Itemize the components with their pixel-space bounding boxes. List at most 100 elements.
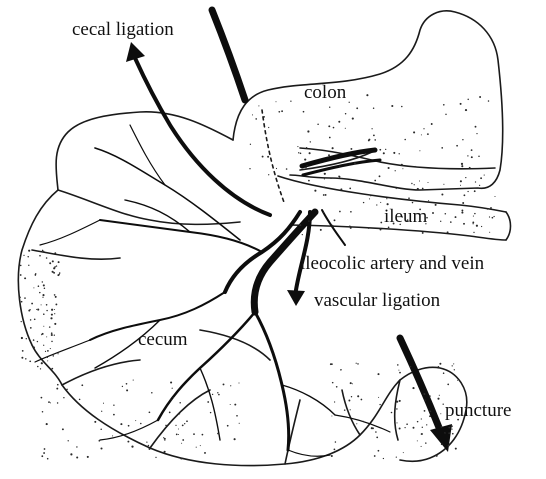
stipple-dot bbox=[457, 380, 458, 381]
cecal-ligation-label: cecal ligation bbox=[72, 19, 174, 40]
stipple-dot bbox=[308, 220, 309, 221]
stipple-dot bbox=[170, 399, 171, 400]
stipple-dot bbox=[309, 152, 311, 154]
stipple-dot bbox=[299, 224, 301, 226]
stipple-dot bbox=[278, 111, 280, 113]
stipple-dot bbox=[492, 217, 494, 219]
stipple-dot bbox=[465, 109, 467, 111]
stipple-dot bbox=[426, 424, 427, 425]
stipple-dot bbox=[179, 402, 181, 404]
stipple-dot bbox=[43, 284, 45, 286]
stipple-dot bbox=[421, 134, 422, 135]
ileocolic-label: ileocolic artery and vein bbox=[300, 253, 485, 274]
stipple-dot bbox=[396, 188, 397, 189]
stipple-dot bbox=[411, 183, 412, 184]
stipple-dot bbox=[350, 382, 352, 384]
stipple-dot bbox=[379, 175, 381, 177]
stipple-dot bbox=[325, 194, 327, 196]
stipple-dot bbox=[463, 223, 465, 225]
stipple-dot bbox=[31, 345, 32, 346]
stipple-dot bbox=[374, 139, 376, 141]
stipple-dot bbox=[399, 400, 401, 402]
stipple-dot bbox=[39, 255, 41, 257]
stipple-dot bbox=[423, 393, 425, 395]
stipple-dot bbox=[490, 207, 492, 209]
stipple-dot bbox=[151, 392, 153, 394]
stipple-dot bbox=[421, 446, 422, 447]
stipple-dot bbox=[471, 149, 473, 151]
stipple-dot bbox=[24, 277, 26, 279]
stipple-dot bbox=[480, 177, 482, 179]
stipple-dot bbox=[33, 287, 34, 288]
stipple-dot bbox=[436, 455, 438, 457]
stipple-dot bbox=[57, 274, 59, 276]
stipple-dot bbox=[43, 326, 44, 327]
vascular-ligation-label: vascular ligation bbox=[314, 290, 441, 311]
stipple-dot bbox=[443, 404, 444, 405]
stipple-dot bbox=[39, 292, 40, 293]
stipple-dot bbox=[386, 198, 387, 199]
stipple-dot bbox=[461, 165, 463, 167]
stipple-dot bbox=[128, 425, 130, 427]
stipple-dot bbox=[290, 101, 291, 102]
stipple-dot bbox=[422, 232, 424, 234]
stipple-dot bbox=[454, 369, 455, 370]
stipple-dot bbox=[182, 425, 184, 427]
stipple-dot bbox=[439, 363, 441, 365]
stipple-dot bbox=[263, 116, 265, 118]
stipple-dot bbox=[47, 458, 49, 460]
stipple-dot bbox=[385, 149, 386, 150]
stipple-dot bbox=[268, 127, 269, 128]
stipple-dot bbox=[399, 372, 401, 374]
stipple-dot bbox=[339, 211, 341, 213]
stipple-dot bbox=[47, 350, 49, 352]
stipple-dot bbox=[169, 412, 171, 414]
stipple-dot bbox=[441, 193, 443, 195]
stipple-dot bbox=[396, 408, 397, 409]
stipple-dot bbox=[218, 394, 220, 396]
stipple-dot bbox=[349, 102, 350, 103]
stipple-dot bbox=[338, 176, 340, 178]
stipple-dot bbox=[204, 452, 206, 454]
stipple-dot bbox=[45, 351, 46, 352]
stipple-dot bbox=[445, 433, 446, 434]
stipple-dot bbox=[57, 353, 58, 354]
stipple-dot bbox=[445, 213, 447, 215]
stipple-dot bbox=[41, 334, 42, 335]
stipple-dot bbox=[493, 216, 494, 217]
stipple-dot bbox=[368, 139, 370, 141]
stipple-dot bbox=[467, 99, 468, 100]
stipple-dot bbox=[46, 423, 48, 425]
stipple-dot bbox=[448, 445, 450, 447]
stipple-dot bbox=[460, 185, 461, 186]
stipple-dot bbox=[300, 152, 302, 154]
stipple-dot bbox=[467, 191, 468, 192]
stipple-dot bbox=[179, 413, 181, 415]
stipple-dot bbox=[308, 180, 310, 182]
stipple-dot bbox=[461, 210, 463, 212]
stipple-dot bbox=[112, 435, 113, 436]
stipple-dot bbox=[462, 139, 463, 140]
stipple-dot bbox=[51, 341, 53, 343]
stipple-dot bbox=[388, 167, 390, 169]
stipple-dot bbox=[54, 266, 56, 268]
stipple-dot bbox=[126, 383, 128, 385]
stipple-dot bbox=[230, 385, 231, 386]
colon-body bbox=[233, 11, 511, 240]
stipple-dot bbox=[414, 184, 415, 185]
stipple-dot bbox=[43, 452, 45, 454]
stipple-dot bbox=[41, 397, 43, 399]
stipple-dot bbox=[49, 262, 51, 264]
stipple-dot bbox=[54, 335, 55, 336]
stipple-dot bbox=[19, 297, 21, 299]
stipple-dot bbox=[41, 362, 43, 364]
stipple-dot bbox=[366, 94, 368, 96]
stipple-dot bbox=[396, 401, 398, 403]
stipple-dot bbox=[357, 395, 359, 397]
stipple-dot bbox=[329, 107, 330, 108]
stipple-dot bbox=[196, 447, 197, 448]
stipple-dot bbox=[439, 395, 440, 396]
stipple-dot bbox=[54, 252, 56, 254]
stipple-dot bbox=[324, 186, 326, 188]
